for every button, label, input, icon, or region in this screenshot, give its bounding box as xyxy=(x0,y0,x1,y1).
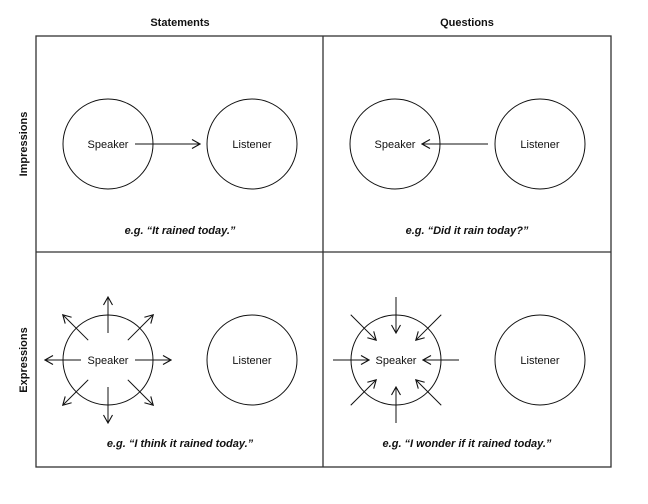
column-header-questions: Questions xyxy=(440,17,494,29)
listener-label: Listener xyxy=(232,139,271,151)
example-text: e.g. “I wonder if it rained today.” xyxy=(383,438,552,450)
outward-arrows-icon xyxy=(45,297,171,423)
speaker-label: Speaker xyxy=(88,355,129,367)
listener-label: Listener xyxy=(232,355,271,367)
listener-circle xyxy=(494,314,586,406)
radial-arrow-icon xyxy=(63,315,89,341)
listener-label: Listener xyxy=(520,139,559,151)
radial-arrow-icon xyxy=(63,379,89,405)
radial-arrow-icon xyxy=(127,379,153,405)
column-header-statements: Statements xyxy=(150,17,209,29)
row-header-expressions: Expressions xyxy=(18,327,30,392)
row-header-impressions: Impressions xyxy=(18,112,30,177)
example-text: e.g. “Did it rain today?” xyxy=(406,225,529,237)
inward-arrows-icon xyxy=(333,297,459,423)
listener-circle xyxy=(494,98,586,190)
quadrant-expression-question: Speaker Listener e.g. “I wonder if it ra… xyxy=(333,297,586,450)
speaker-label: Speaker xyxy=(375,139,416,151)
radial-arrow-icon xyxy=(350,380,376,406)
quadrant-impression-statement: Speaker Listener e.g. “It rained today.” xyxy=(62,98,298,237)
speaker-label: Speaker xyxy=(88,139,129,151)
listener-circle xyxy=(206,98,298,190)
speaker-label: Speaker xyxy=(376,355,417,367)
quadrant-expression-statement: Speaker Listener e.g. “I think it rained… xyxy=(45,297,298,450)
radial-arrow-icon xyxy=(350,314,376,340)
listener-circle xyxy=(206,314,298,406)
radial-arrow-icon xyxy=(127,315,153,341)
listener-label: Listener xyxy=(520,355,559,367)
grid xyxy=(35,35,612,468)
example-text: e.g. “It rained today.” xyxy=(125,225,236,237)
radial-arrow-icon xyxy=(416,380,442,406)
quadrant-impression-question: Speaker Listener e.g. “Did it rain today… xyxy=(349,98,586,237)
example-text: e.g. “I think it rained today.” xyxy=(107,438,254,450)
radial-arrow-icon xyxy=(416,314,442,340)
